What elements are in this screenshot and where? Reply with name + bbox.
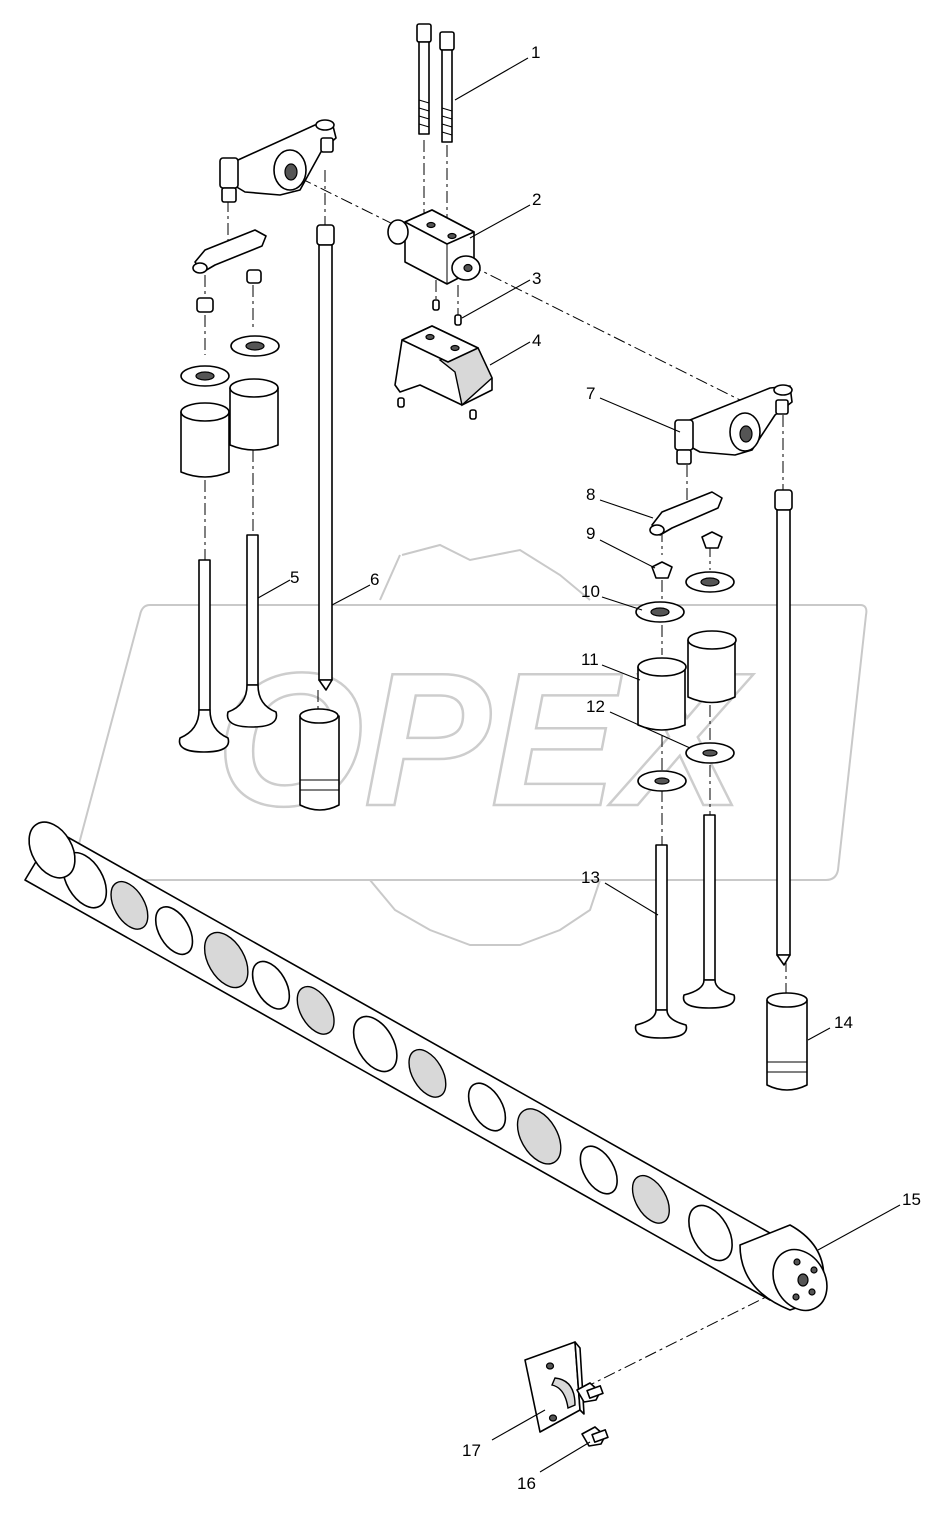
thrust-plate bbox=[524, 1341, 585, 1433]
callout-15: 15 bbox=[902, 1190, 921, 1209]
camshaft-lobe bbox=[688, 1204, 733, 1262]
callout-9: 9 bbox=[586, 524, 595, 543]
callout-6: 6 bbox=[370, 570, 379, 589]
callout-8: 8 bbox=[586, 485, 595, 504]
camshaft-lobe bbox=[516, 1108, 562, 1165]
valve-bridge-right bbox=[649, 491, 723, 536]
callout-7: 7 bbox=[586, 384, 595, 403]
rocker-arm-left bbox=[219, 119, 337, 203]
camshaft-lobe bbox=[408, 1048, 447, 1098]
camshaft-lobe bbox=[631, 1174, 670, 1224]
intake-exhaust-valves-left bbox=[178, 534, 278, 753]
left-valve-spring-set bbox=[180, 335, 280, 478]
tappet-right bbox=[766, 992, 808, 1091]
camshaft-lobe bbox=[579, 1145, 618, 1195]
tappet-left bbox=[299, 708, 340, 811]
callout-5: 5 bbox=[290, 568, 299, 587]
callout-10: 10 bbox=[581, 582, 600, 601]
rocker-shaft-block bbox=[387, 209, 481, 285]
camshaft-lobe bbox=[154, 906, 194, 956]
callout-labels: 1 2 3 4 5 6 7 8 9 10 11 12 13 14 15 16 1… bbox=[290, 43, 921, 1493]
valve-bridge-left bbox=[192, 229, 267, 313]
leader-lines bbox=[257, 57, 901, 1473]
right-valve-spring-set bbox=[635, 571, 737, 792]
callout-3: 3 bbox=[532, 269, 541, 288]
valve-collets bbox=[651, 531, 723, 579]
rocker-pedestal bbox=[394, 325, 493, 420]
pushrod-right bbox=[774, 489, 793, 966]
intake-exhaust-valves-right bbox=[634, 814, 736, 1039]
camshaft-lobe bbox=[110, 880, 149, 930]
camshaft bbox=[24, 821, 828, 1312]
callout-16: 16 bbox=[517, 1474, 536, 1493]
dowel-pins bbox=[432, 299, 462, 326]
callout-11: 11 bbox=[581, 650, 599, 669]
callout-13: 13 bbox=[581, 868, 600, 887]
pushrod-left bbox=[316, 224, 335, 691]
callout-2: 2 bbox=[532, 190, 541, 209]
camshaft-lobe bbox=[467, 1082, 507, 1132]
bolts bbox=[416, 23, 455, 143]
camshaft-lobe bbox=[251, 960, 291, 1010]
callout-4: 4 bbox=[532, 331, 541, 350]
camshaft-lobe bbox=[203, 931, 249, 989]
camshaft-lobe bbox=[296, 985, 335, 1035]
callout-12: 12 bbox=[586, 697, 605, 716]
callout-1: 1 bbox=[531, 43, 540, 62]
camshaft-lobe bbox=[352, 1015, 398, 1073]
callout-14: 14 bbox=[834, 1013, 853, 1032]
rocker-arm-right bbox=[674, 384, 793, 465]
screws bbox=[576, 1382, 609, 1447]
assembly-centerlines bbox=[204, 140, 801, 1396]
callout-17: 17 bbox=[462, 1441, 481, 1460]
